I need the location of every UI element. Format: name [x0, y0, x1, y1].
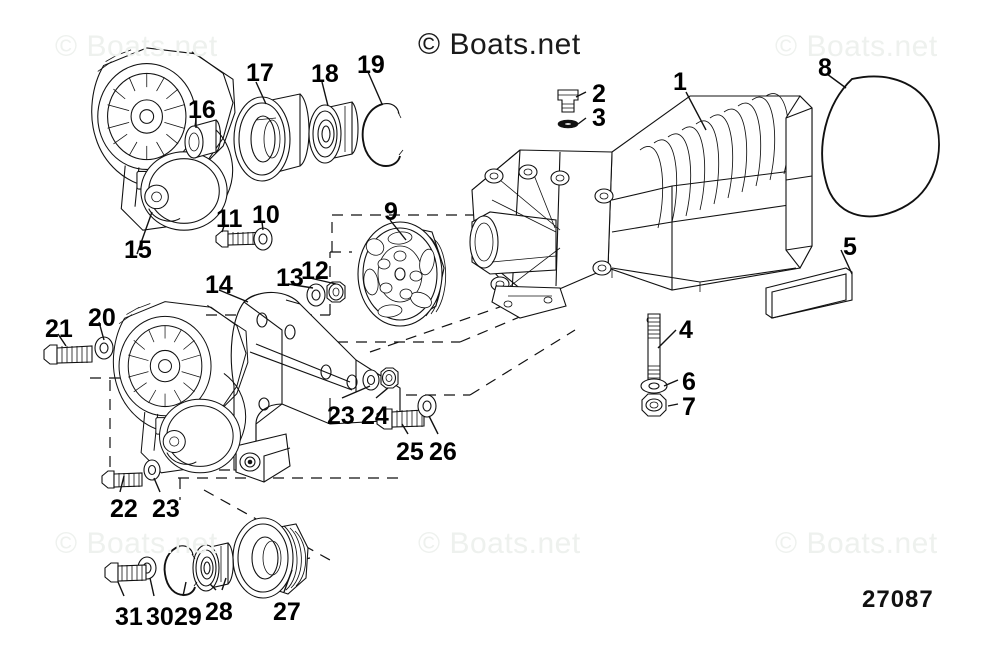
part-27-idler-pulley-bottom: [232, 517, 309, 599]
callout-31: 31: [115, 603, 143, 631]
part-22-bolt: [101, 470, 143, 489]
callout-leader-lines: [57, 71, 853, 597]
callout-27: 27: [273, 598, 301, 626]
part-23-washer-right: [362, 369, 380, 391]
part-17-idler-pulley: [233, 93, 310, 182]
callout-14: 14: [205, 271, 233, 299]
callout-18: 18: [311, 60, 339, 88]
part-20-washer: [94, 336, 114, 360]
callout-11: 11: [216, 205, 243, 233]
part-5-plate: [765, 267, 853, 319]
callout-12: 12: [301, 257, 329, 285]
part-9-drive-pulley: [357, 221, 447, 327]
callout-7: 7: [682, 393, 696, 421]
part-8-o-ring-seal: [821, 75, 940, 218]
callout-8: 8: [818, 54, 832, 82]
callout-21: 21: [45, 315, 73, 343]
callout-1: 1: [673, 68, 687, 96]
part-18-bearing: [308, 101, 359, 164]
part-29-retaining-ring-bottom: [163, 545, 198, 596]
callout-13: 13: [276, 264, 304, 292]
callout-22: 22: [110, 495, 138, 523]
callout-25: 25: [396, 438, 424, 466]
callout-24: 24: [361, 402, 389, 430]
part-10-washer: [253, 227, 273, 251]
callout-30: 30: [146, 603, 174, 631]
part-19-retaining-ring: [361, 103, 404, 167]
part-23-washer-left: [143, 459, 161, 481]
callout-4: 4: [679, 316, 693, 344]
part-3-seal-washer: [557, 119, 579, 129]
callout-9: 9: [384, 198, 398, 226]
part-31-bolt-bottom: [104, 562, 147, 583]
callout-19: 19: [357, 51, 385, 79]
part-21-bolt: [43, 344, 93, 365]
part-15-belt-tensioner-lower: [112, 301, 249, 474]
callout-2: 2: [592, 80, 606, 108]
part-7-locknut: [641, 393, 667, 417]
part-13-washer: [306, 283, 326, 307]
part-6-flat-washer: [640, 378, 668, 394]
part-2-plug: [557, 89, 579, 113]
callout-6: 6: [682, 368, 696, 396]
callout-16: 16: [188, 96, 216, 124]
callout-23-left: 23: [152, 495, 180, 523]
part-26-washer: [417, 394, 437, 418]
part-16-spacer-sleeve: [184, 119, 222, 159]
part-25-bolt: [376, 408, 425, 430]
callout-17: 17: [246, 59, 274, 87]
part-24-locknut-right: [380, 367, 399, 389]
callout-5: 5: [843, 233, 857, 261]
part-14-mounting-bracket: [230, 291, 401, 483]
callout-20: 20: [88, 304, 116, 332]
callout-3: 3: [592, 104, 606, 132]
part-4-stud: [647, 313, 661, 387]
part-1-supercharger-assembly: [469, 93, 813, 325]
part-28-bearing-bottom: [192, 542, 234, 592]
callout-23-right: 23: [327, 402, 355, 430]
part-12-locknut: [326, 281, 346, 303]
callout-26: 26: [429, 438, 457, 466]
diagram-id-number: 27087: [862, 586, 934, 613]
part-15-belt-tensioner-upper: [91, 47, 236, 231]
callout-15: 15: [124, 236, 152, 264]
callout-10: 10: [252, 201, 280, 229]
callout-29: 29: [174, 603, 202, 631]
callout-28: 28: [205, 598, 233, 626]
